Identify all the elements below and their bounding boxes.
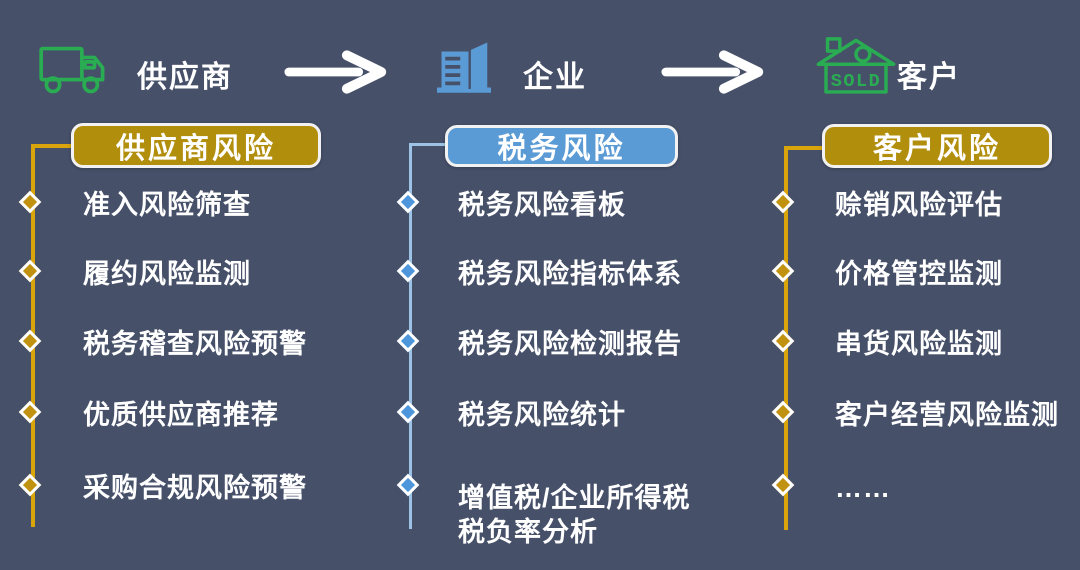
risk-item-label: …… bbox=[835, 473, 891, 503]
risk-item-label: 采购合规风险预警 bbox=[83, 473, 307, 503]
building-icon bbox=[434, 38, 494, 95]
supplier-risk-badge: 供应商风险 bbox=[71, 123, 321, 168]
enterprise-entity-label: 企业 bbox=[523, 61, 587, 94]
sold-house-icon: SOLD bbox=[810, 35, 902, 95]
diamond-bullet-icon bbox=[396, 259, 420, 283]
diamond-bullet-icon bbox=[18, 400, 42, 424]
diamond-bullet-icon bbox=[396, 190, 420, 214]
risk-item-label: 准入风险筛查 bbox=[83, 190, 251, 220]
sold-label: SOLD bbox=[831, 71, 881, 92]
risk-item-line1: 增值税/企业所得税 bbox=[458, 483, 691, 513]
risk-item-line2: 税负率分析 bbox=[458, 517, 598, 547]
diamond-bullet-icon bbox=[18, 329, 42, 353]
supplier-entity-label: 供应商 bbox=[137, 61, 233, 94]
risk-item-label: 税务风险统计 bbox=[458, 400, 626, 430]
risk-item-label: 客户经营风险监测 bbox=[835, 400, 1059, 430]
diamond-bullet-icon bbox=[396, 473, 420, 497]
diamond-bullet-icon bbox=[771, 400, 795, 424]
customer-risk-badge: 客户风险 bbox=[822, 124, 1052, 168]
diamond-bullet-icon bbox=[396, 329, 420, 353]
flow-arrow-icon bbox=[659, 49, 772, 95]
diamond-bullet-icon bbox=[18, 259, 42, 283]
diamond-bullet-icon bbox=[18, 190, 42, 214]
flow-arrow-icon bbox=[282, 49, 395, 95]
diamond-bullet-icon bbox=[771, 190, 795, 214]
diamond-bullet-icon bbox=[771, 473, 795, 497]
customer-entity-label: 客户 bbox=[897, 61, 961, 94]
diamond-bullet-icon bbox=[771, 259, 795, 283]
risk-item-label: 串货风险监测 bbox=[835, 329, 1003, 359]
risk-item-label: 税务风险指标体系 bbox=[458, 259, 682, 289]
diamond-bullet-icon bbox=[771, 329, 795, 353]
risk-item-label: 价格管控监测 bbox=[835, 259, 1003, 289]
truck-icon bbox=[36, 42, 110, 98]
connector-line bbox=[33, 144, 73, 148]
risk-item-label: 税务稽查风险预警 bbox=[83, 329, 307, 359]
risk-item-label: 履约风险监测 bbox=[83, 259, 251, 289]
risk-item-label: 赊销风险评估 bbox=[835, 190, 1003, 220]
risk-item-label: 税务风险看板 bbox=[458, 190, 626, 220]
risk-item-label: 优质供应商推荐 bbox=[83, 400, 279, 430]
connector-line bbox=[786, 146, 824, 150]
risk-item-label: 增值税/企业所得税 税负率分析 bbox=[458, 481, 691, 549]
connector-line bbox=[411, 143, 447, 146]
tax-risk-badge: 税务风险 bbox=[445, 125, 678, 167]
diamond-bullet-icon bbox=[396, 400, 420, 424]
risk-item-label: 税务风险检测报告 bbox=[458, 329, 682, 359]
diamond-bullet-icon bbox=[18, 473, 42, 497]
